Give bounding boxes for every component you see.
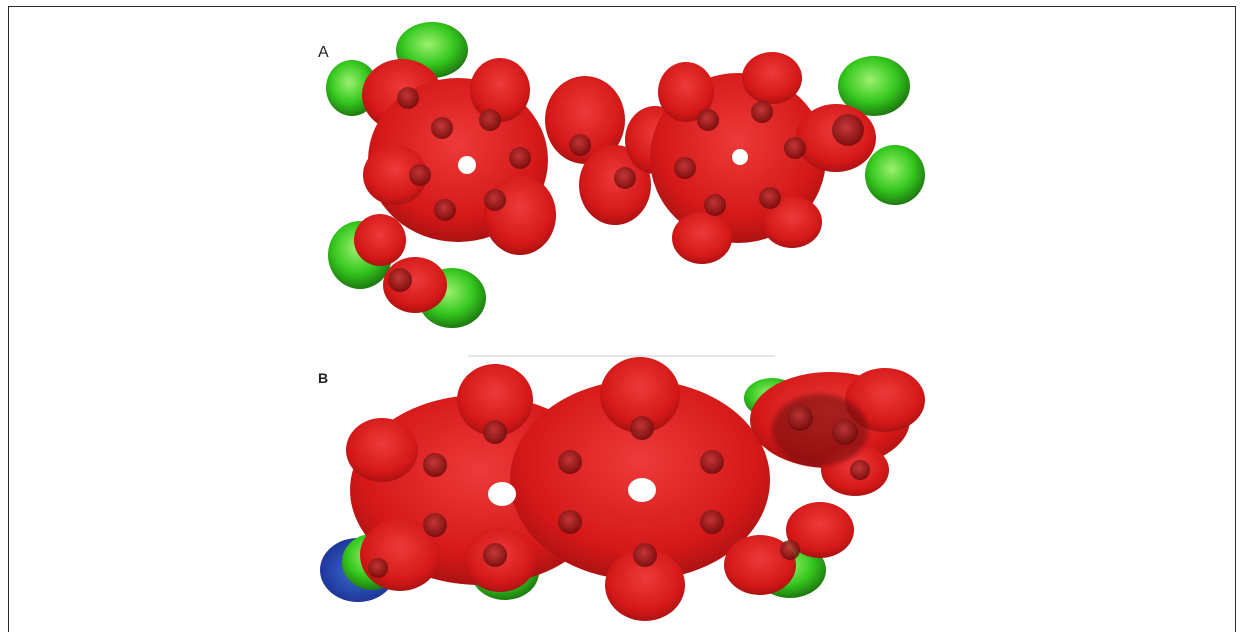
molecule-a-atoms <box>388 87 864 292</box>
panel-b-label: B <box>318 370 329 386</box>
molecule-b <box>320 357 925 621</box>
molecule-b-atoms <box>368 405 870 578</box>
molecule-a-surface <box>354 52 876 313</box>
panel-a-label: A <box>318 44 329 61</box>
molecule-a <box>326 22 925 328</box>
molecule-a-ring-holes <box>458 149 748 174</box>
molecule-b-ring-holes <box>488 478 656 506</box>
